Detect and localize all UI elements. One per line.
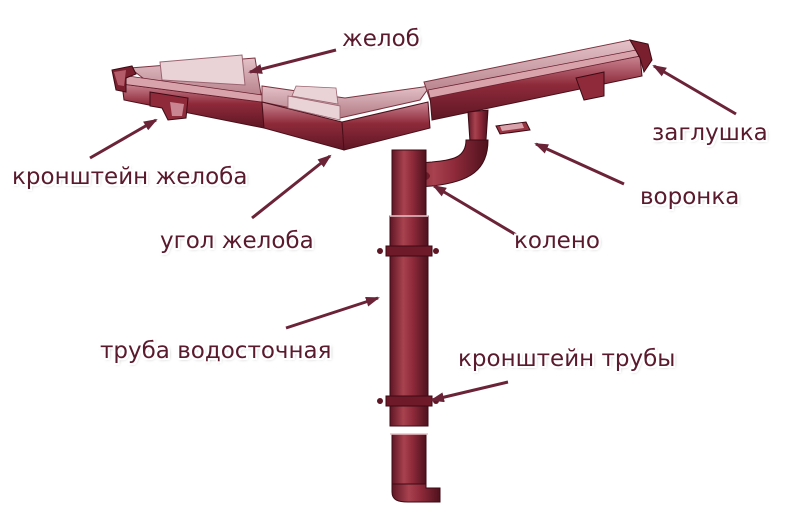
label-end-cap: заглушка [652,120,768,146]
downpipe-shape [389,149,441,503]
arrow-gutter [248,48,337,74]
left-gutter [121,54,265,129]
gutter-corner-shape [261,85,432,151]
gutter-bracket-shape [149,91,189,121]
pipe-bracket-top [377,245,439,257]
arrow-gutter-bracket [89,118,158,160]
label-elbow: колено [514,228,600,254]
arrow-gutter-corner [251,154,332,220]
right-gutter [423,39,643,121]
label-gutter-bracket: кронштейн желоба [12,164,248,190]
arrow-pipe-bracket [430,380,509,403]
label-gutter: желоб [342,26,420,52]
label-gutter-corner: угол желоба [160,228,314,254]
label-funnel: воронка [640,184,740,210]
right-gutter-bracket [575,71,605,101]
label-pipe-bracket: кронштейн трубы [458,346,676,372]
pipe-bracket-bottom [377,395,439,407]
arrow-end-cap [652,64,737,116]
funnel-shape [495,121,531,135]
end-cap-left [111,65,137,93]
arrow-downpipe [285,296,380,330]
callout-arrows [89,48,737,403]
arrow-funnel [534,142,625,186]
end-cap-right [629,39,653,74]
label-downpipe: труба водосточная [100,338,332,364]
arrow-elbow [432,184,519,238]
gutter-outlet [467,109,489,143]
